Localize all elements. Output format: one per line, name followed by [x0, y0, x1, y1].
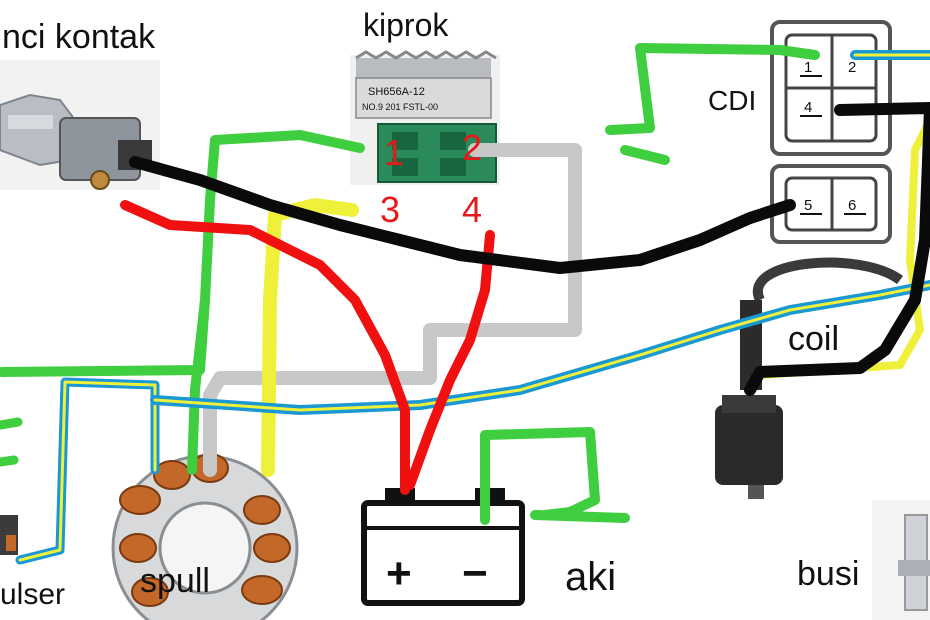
battery-plus-sign: +: [386, 549, 412, 598]
kiprok-pin-3: 3: [380, 189, 400, 230]
kiprok-chip-text-2: NO.9 201 FSTL-00: [362, 102, 438, 112]
kiprok-chip-text-1: SH656A-12: [368, 86, 425, 98]
cdi-pin-2: 2: [848, 59, 856, 76]
wire-red-kunci-aki: [120, 200, 410, 495]
label-pulser: ulser: [0, 578, 65, 611]
kiprok-pin-1: 1: [384, 132, 404, 173]
ground-symbol-aki: [530, 510, 630, 523]
wire-black-kunci-cdi-5: [129, 156, 796, 274]
wire-blue-yellow-stripe: [18, 380, 157, 562]
label-busi: busi: [797, 555, 859, 593]
label-kiprok: kiprok: [363, 7, 449, 43]
label-spull: spull: [140, 562, 210, 600]
wire-blue-main-stripe: [153, 283, 930, 412]
kiprok-pin-4: 4: [462, 189, 482, 230]
label-aki: aki: [565, 555, 616, 599]
cdi-pin-5: 5: [804, 197, 812, 214]
battery-symbol: + −: [361, 488, 525, 606]
cdi-pin-1: 1: [804, 59, 812, 76]
label-coil: coil: [788, 320, 839, 358]
kiprok-regulator-picture: SH656A-12 NO.9 201 FSTL-00: [350, 50, 500, 185]
ignition-switch-picture: [0, 60, 160, 190]
pulser-picture: [0, 515, 18, 555]
wire-green-cdi-1: [605, 43, 820, 135]
wire-yellow-spull: [261, 198, 359, 477]
ground-symbol-pulser: [0, 417, 23, 467]
battery-minus-sign: −: [462, 549, 488, 598]
wire-gray-kiprok-2: [203, 143, 582, 477]
wire-red-kiprok-4: [405, 230, 495, 490]
spark-plug-picture: [872, 500, 930, 620]
label-cdi: CDI: [708, 85, 756, 116]
wire-yellow-coil: [756, 116, 930, 379]
cdi-pin-4: 4: [804, 99, 812, 116]
kiprok-pin-2: 2: [462, 127, 482, 168]
wire-black-cdi-4-coil: [744, 102, 930, 396]
ground-symbol-cdi: [620, 145, 670, 165]
stator-picture: [111, 453, 299, 620]
label-kunci-kontak: nci kontak: [2, 18, 156, 56]
cdi-pin-6: 6: [848, 197, 856, 214]
wire-green-spull: [187, 295, 210, 475]
